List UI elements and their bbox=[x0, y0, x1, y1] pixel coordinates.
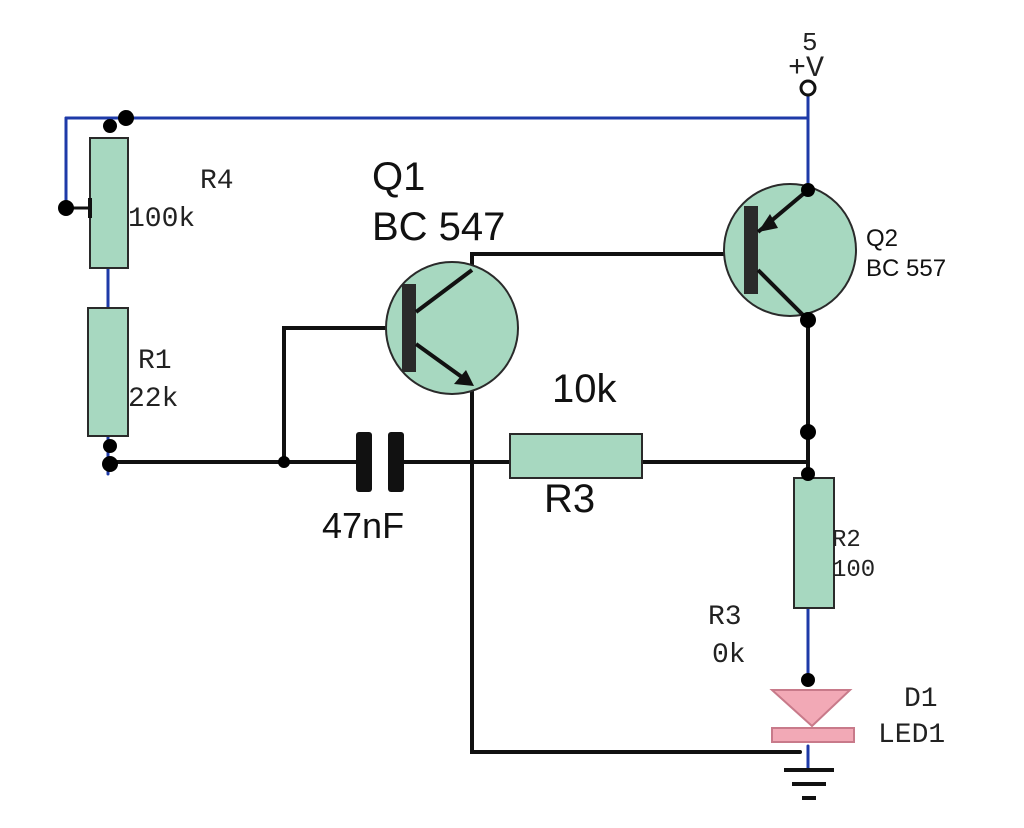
junction-dot bbox=[800, 424, 816, 440]
ghost-r3-ref-label: R3 bbox=[708, 602, 742, 633]
q2-base-bar bbox=[744, 206, 758, 294]
junction-dot bbox=[58, 200, 74, 216]
junction-dots bbox=[58, 110, 816, 687]
q1-body bbox=[385, 261, 519, 395]
q1-base-bar bbox=[402, 284, 416, 372]
junction-dot bbox=[102, 456, 118, 472]
q1-collector-to-q2-base-wire bbox=[470, 252, 728, 274]
junction-dot bbox=[103, 439, 117, 453]
cap-plate-right bbox=[388, 432, 404, 492]
cap-value-label: 47nF bbox=[322, 505, 404, 546]
junction-dot bbox=[801, 183, 815, 197]
junction-dot bbox=[801, 467, 815, 481]
q1-base-wire bbox=[282, 326, 388, 464]
q1-ref-label: Q1 bbox=[372, 155, 425, 199]
r2-resistor: R2 100 bbox=[793, 477, 875, 609]
q1-npn-transistor: Q1 BC 547 bbox=[372, 155, 519, 395]
q1-collector-lead bbox=[414, 268, 474, 314]
capacitor-c1: 47nF bbox=[322, 432, 404, 546]
junction-dot bbox=[103, 119, 117, 133]
junction-dot bbox=[800, 312, 816, 328]
r3-ref-label: R3 bbox=[544, 477, 595, 521]
supply-terminal-icon bbox=[799, 79, 817, 97]
led-triangle-icon bbox=[769, 689, 853, 728]
q2-pnp-transistor: Q2 BC 557 bbox=[723, 183, 946, 322]
r3-resistor: 10k R3 bbox=[509, 367, 643, 521]
r2-value-label: 100 bbox=[832, 557, 875, 584]
r4-potentiometer: R4 100k bbox=[66, 137, 234, 269]
junction-dot bbox=[118, 110, 134, 126]
q1-emitter-lead bbox=[414, 342, 468, 382]
ghost-r3-value-label: 0k bbox=[712, 640, 746, 671]
r1-body bbox=[87, 307, 129, 437]
r4-value-label: 100k bbox=[128, 204, 195, 235]
r1-resistor: R1 22k bbox=[87, 307, 178, 437]
r1-ref-label: R1 bbox=[138, 346, 172, 377]
q2-part-label: BC 557 bbox=[866, 255, 946, 282]
led-bar-icon bbox=[771, 727, 855, 743]
junction-dot bbox=[278, 456, 290, 468]
led-d1: D1 LED1 bbox=[769, 684, 945, 751]
r4-body bbox=[89, 137, 129, 269]
q2-ref-label: Q2 bbox=[866, 225, 898, 252]
ground-icon bbox=[784, 768, 834, 800]
junction-dot bbox=[801, 673, 815, 687]
d1-part-label: LED1 bbox=[878, 720, 945, 751]
q1-emitter-arrow-icon bbox=[454, 370, 474, 386]
r3-body bbox=[509, 433, 643, 479]
r2-ref-label: R2 bbox=[832, 527, 861, 554]
q2-collector-lead bbox=[756, 268, 810, 322]
q1-part-label: BC 547 bbox=[372, 205, 505, 249]
r2-body bbox=[793, 477, 835, 609]
blue-wires bbox=[64, 92, 810, 772]
q2-emitter-arrow-icon bbox=[758, 214, 778, 232]
r1-value-label: 22k bbox=[128, 384, 178, 415]
supply-voltage-label: 5 bbox=[802, 28, 818, 58]
ghost-r3-label: R3 0k bbox=[708, 602, 746, 671]
q1-emitter-to-ground-wire bbox=[470, 384, 802, 754]
r3-value-label: 10k bbox=[552, 367, 617, 411]
r4-ref-label: R4 bbox=[200, 166, 234, 197]
d1-ref-label: D1 bbox=[904, 684, 938, 715]
supply-terminal: 5 +V bbox=[788, 28, 824, 97]
cap-plate-left bbox=[356, 432, 372, 492]
